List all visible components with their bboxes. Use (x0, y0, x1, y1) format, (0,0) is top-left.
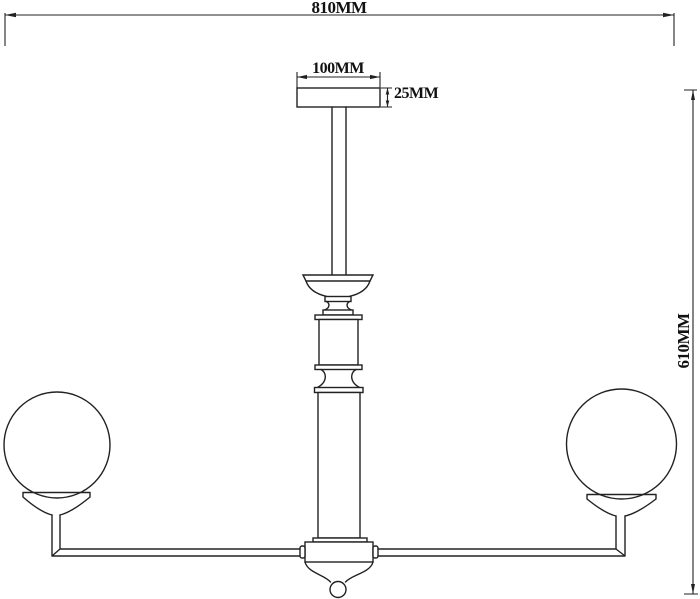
hub-body (304, 541, 374, 563)
arrow-left-icon (297, 74, 307, 80)
hub-cap-left (299, 545, 306, 559)
arrow-up-icon (691, 90, 695, 100)
center-column (317, 391, 361, 539)
arrow-left-icon (5, 12, 16, 18)
right-arm (377, 515, 626, 557)
arrow-right-icon (663, 12, 674, 18)
down-rod (331, 106, 347, 278)
bottom-finial (304, 561, 374, 599)
spool-ring (324, 295, 352, 303)
dim-canopy-width-lines (296, 72, 381, 88)
spool-waist (316, 368, 361, 389)
dim-canopy-height-lines (381, 87, 392, 108)
right-arm-lines (377, 515, 626, 557)
husk-funnel (305, 280, 371, 298)
upper-spool (322, 295, 354, 316)
left-globe-shade (3, 391, 111, 499)
left-arm (51, 514, 301, 557)
dim-overall-width: 810MM (4, 0, 675, 46)
lower-spool (313, 368, 364, 394)
canopy-width-label: 100MM (312, 60, 364, 77)
center-drum (314, 314, 363, 371)
husk-top-plate (301, 274, 375, 282)
overall-height-label: 610MM (674, 313, 693, 369)
drum-bottom-flange (314, 364, 363, 371)
right-holder-lines (586, 493, 657, 517)
drum-body (318, 318, 359, 366)
fixture (3, 87, 678, 599)
left-arm-lines (51, 514, 301, 557)
dim-overall-height-lines (684, 89, 698, 595)
arm-hub (299, 541, 379, 563)
spool-flange (313, 386, 364, 394)
finial-ogee (304, 561, 374, 583)
canopy-height-label: 25MM (394, 85, 439, 102)
left-holder-lines (22, 491, 91, 516)
hub-cap-right (372, 545, 379, 559)
ceiling-canopy (296, 87, 381, 108)
dim-overall-height: 610MM (674, 89, 698, 595)
arrow-down-icon (691, 584, 695, 594)
left-shade-holder (22, 491, 91, 516)
spool-waist (323, 300, 353, 311)
dim-canopy-width: 100MM (296, 60, 381, 88)
dim-overall-width-lines (4, 13, 675, 46)
right-shade-holder (586, 493, 657, 517)
arrow-down-icon (385, 100, 390, 107)
arrow-right-icon (370, 74, 380, 80)
overall-width-label: 810MM (311, 0, 367, 17)
bell-husk (301, 274, 375, 298)
arrow-up-icon (385, 88, 390, 95)
right-globe-shade (565, 388, 678, 500)
spool-flange (322, 309, 354, 316)
dim-canopy-height: 25MM (381, 85, 439, 108)
finial-ball (329, 580, 347, 599)
